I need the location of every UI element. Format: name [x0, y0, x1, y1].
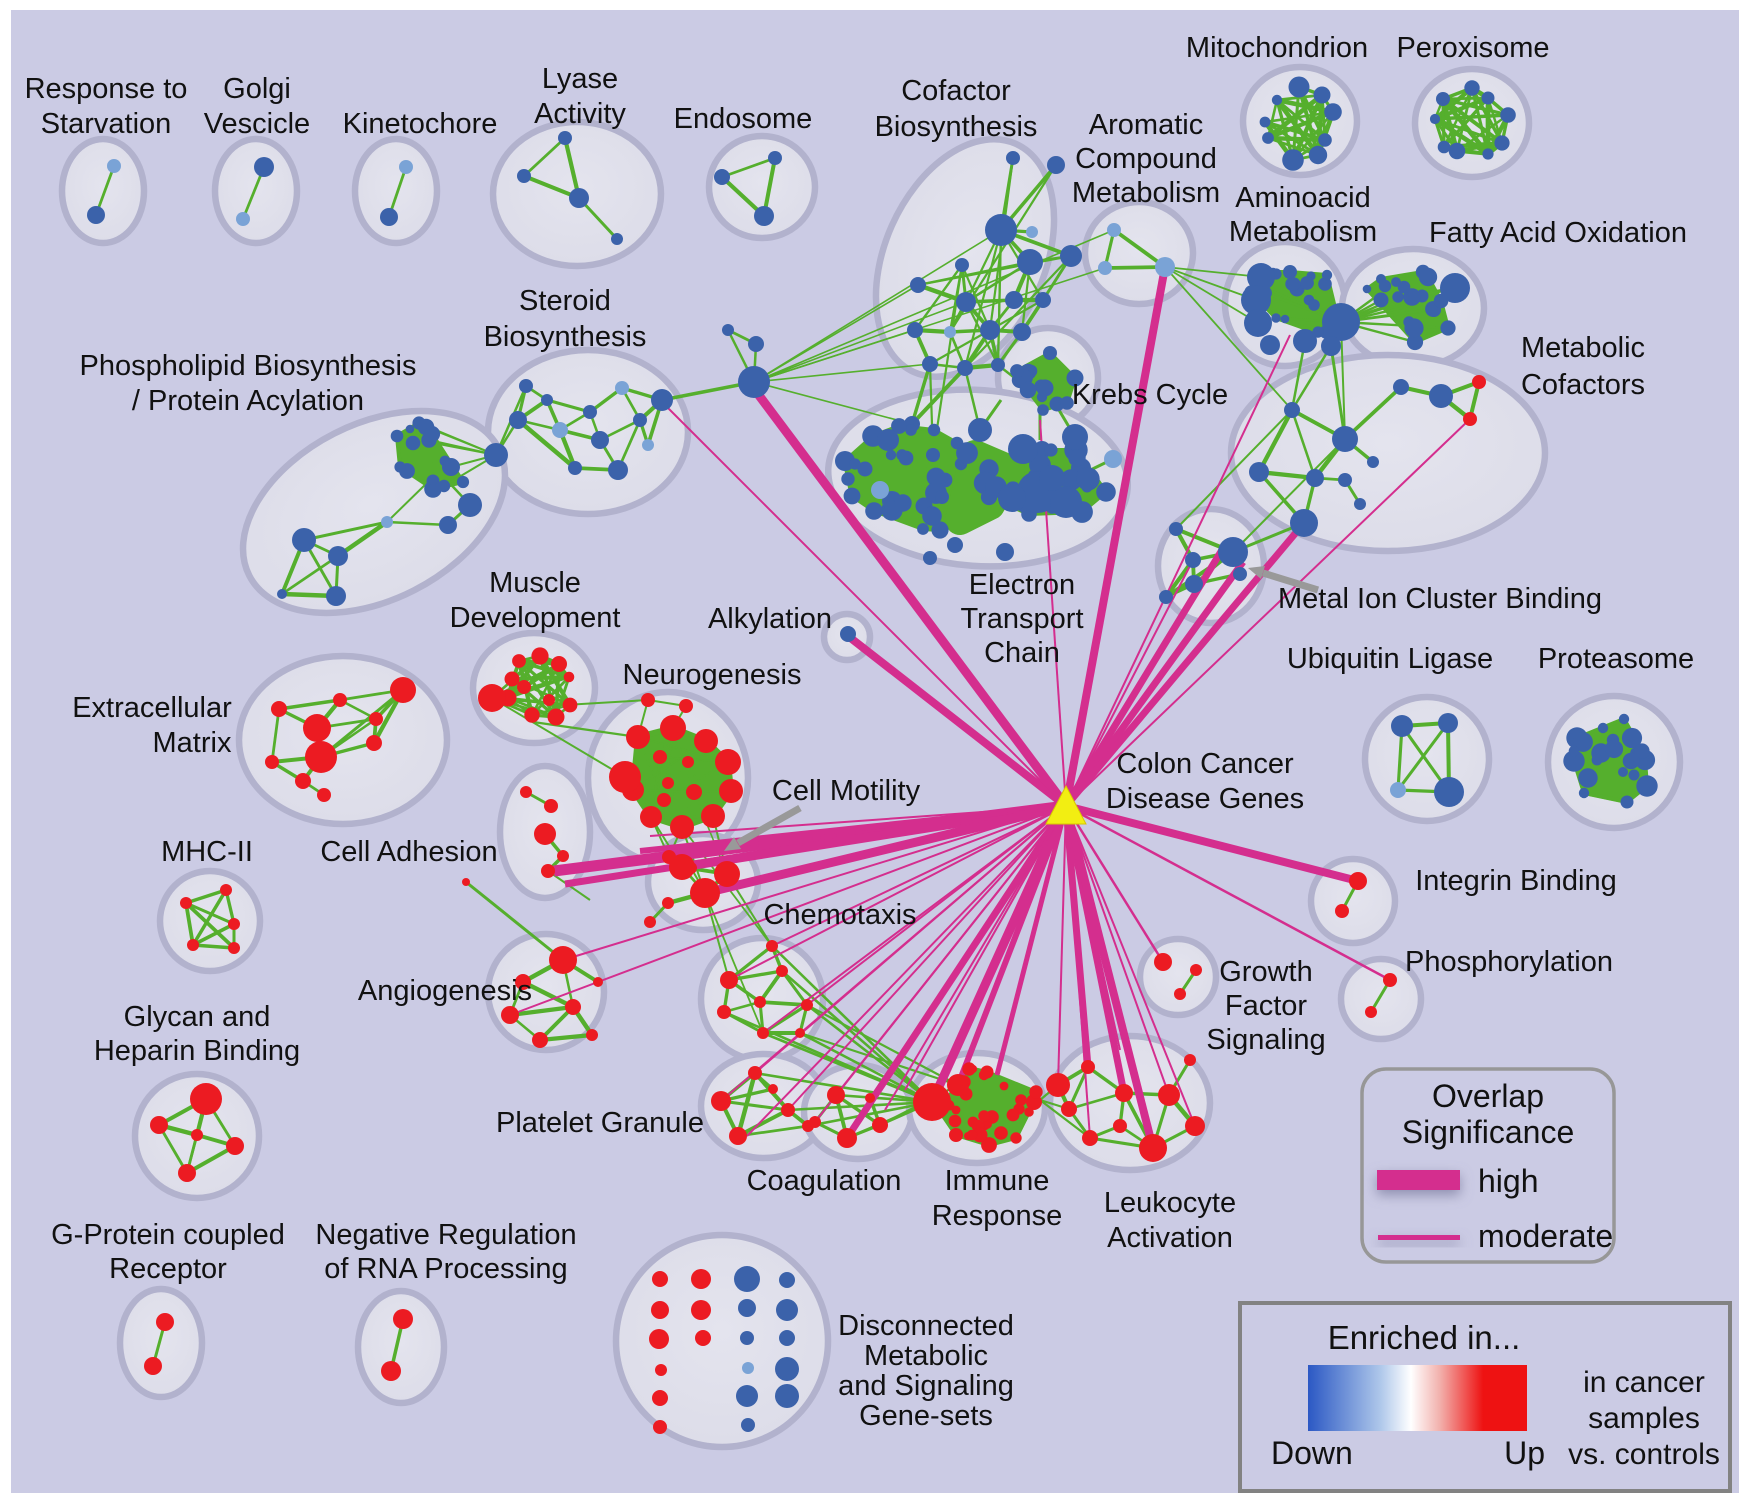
svg-text:Neurogenesis: Neurogenesis — [623, 659, 802, 691]
svg-text:MHC-II: MHC-II — [161, 836, 253, 868]
svg-text:Growth: Growth — [1219, 956, 1312, 988]
svg-text:Immune: Immune — [945, 1165, 1050, 1197]
svg-text:Biosynthesis: Biosynthesis — [875, 111, 1038, 143]
svg-text:Angiogenesis: Angiogenesis — [358, 975, 532, 1007]
svg-text:Peroxisome: Peroxisome — [1396, 32, 1549, 64]
svg-text:Cofactor: Cofactor — [901, 75, 1011, 107]
svg-text:moderate: moderate — [1478, 1218, 1613, 1254]
svg-text:Factor: Factor — [1225, 990, 1308, 1022]
svg-text:Cofactors: Cofactors — [1521, 369, 1645, 401]
svg-text:G-Protein coupled: G-Protein coupled — [51, 1219, 285, 1251]
svg-text:Platelet Granule: Platelet Granule — [496, 1107, 704, 1139]
svg-text:/ Protein Acylation: / Protein Acylation — [132, 385, 364, 417]
svg-text:Phospholipid Biosynthesis: Phospholipid Biosynthesis — [80, 350, 417, 382]
svg-text:Cell Adhesion: Cell Adhesion — [320, 836, 497, 868]
svg-text:Leukocyte: Leukocyte — [1104, 1187, 1236, 1219]
svg-text:Krebs Cycle: Krebs Cycle — [1072, 379, 1228, 411]
svg-text:Lyase: Lyase — [542, 63, 618, 95]
svg-text:Signaling: Signaling — [1206, 1024, 1325, 1056]
svg-text:Metabolic: Metabolic — [864, 1340, 988, 1372]
svg-text:Metal Ion Cluster Binding: Metal Ion Cluster Binding — [1278, 583, 1602, 615]
svg-text:Chain: Chain — [984, 637, 1060, 669]
svg-text:Up: Up — [1504, 1435, 1545, 1471]
svg-text:Negative Regulation: Negative Regulation — [315, 1219, 576, 1251]
svg-text:Kinetochore: Kinetochore — [343, 108, 498, 140]
svg-text:Metabolism: Metabolism — [1229, 216, 1377, 248]
svg-text:Metabolic: Metabolic — [1521, 332, 1645, 364]
svg-text:Colon Cancer: Colon Cancer — [1116, 748, 1294, 780]
svg-text:Development: Development — [450, 602, 621, 634]
svg-text:Significance: Significance — [1402, 1114, 1575, 1150]
svg-text:Receptor: Receptor — [109, 1253, 227, 1285]
svg-text:Down: Down — [1271, 1435, 1353, 1471]
svg-text:Chemotaxis: Chemotaxis — [763, 899, 916, 931]
svg-text:Glycan and: Glycan and — [124, 1001, 271, 1033]
svg-text:Golgi: Golgi — [223, 73, 291, 105]
svg-text:Coagulation: Coagulation — [747, 1165, 902, 1197]
svg-text:Disconnected: Disconnected — [838, 1310, 1014, 1342]
svg-text:Integrin Binding: Integrin Binding — [1415, 865, 1617, 897]
svg-text:Activation: Activation — [1107, 1222, 1233, 1254]
svg-text:Overlap: Overlap — [1432, 1078, 1544, 1114]
svg-text:Alkylation: Alkylation — [708, 603, 832, 635]
svg-text:Aromatic: Aromatic — [1089, 109, 1203, 141]
svg-text:Disease Genes: Disease Genes — [1106, 783, 1304, 815]
svg-text:samples: samples — [1588, 1402, 1700, 1435]
svg-text:Starvation: Starvation — [41, 108, 172, 140]
svg-text:in cancer: in cancer — [1583, 1366, 1705, 1399]
svg-text:Matrix: Matrix — [153, 727, 232, 759]
svg-text:high: high — [1478, 1163, 1539, 1199]
svg-text:Muscle: Muscle — [489, 567, 581, 599]
svg-text:of RNA Processing: of RNA Processing — [324, 1253, 567, 1285]
svg-text:and Signaling: and Signaling — [838, 1370, 1014, 1402]
svg-text:Enriched in...: Enriched in... — [1328, 1319, 1521, 1356]
svg-text:Biosynthesis: Biosynthesis — [484, 321, 647, 353]
svg-text:Extracellular: Extracellular — [72, 692, 232, 724]
svg-text:Mitochondrion: Mitochondrion — [1186, 32, 1368, 64]
svg-text:Fatty Acid Oxidation: Fatty Acid Oxidation — [1429, 217, 1687, 249]
svg-text:Gene-sets: Gene-sets — [859, 1400, 993, 1432]
svg-text:Response to: Response to — [25, 73, 188, 105]
svg-text:Activity: Activity — [534, 98, 626, 130]
svg-text:Phosphorylation: Phosphorylation — [1405, 946, 1613, 978]
svg-text:Steroid: Steroid — [519, 285, 611, 317]
svg-text:Ubiquitin Ligase: Ubiquitin Ligase — [1287, 643, 1493, 675]
svg-text:Electron: Electron — [969, 569, 1075, 601]
svg-text:Proteasome: Proteasome — [1538, 643, 1694, 675]
svg-text:Vescicle: Vescicle — [204, 108, 310, 140]
svg-text:vs. controls: vs. controls — [1568, 1438, 1720, 1471]
svg-text:Transport: Transport — [960, 603, 1083, 635]
svg-text:Response: Response — [932, 1200, 1063, 1232]
svg-text:Cell Motility: Cell Motility — [772, 775, 921, 807]
svg-text:Heparin Binding: Heparin Binding — [94, 1035, 300, 1067]
svg-text:Metabolism: Metabolism — [1072, 177, 1220, 209]
svg-text:Compound: Compound — [1075, 143, 1217, 175]
svg-text:Aminoacid: Aminoacid — [1235, 182, 1370, 214]
svg-text:Endosome: Endosome — [674, 103, 813, 135]
